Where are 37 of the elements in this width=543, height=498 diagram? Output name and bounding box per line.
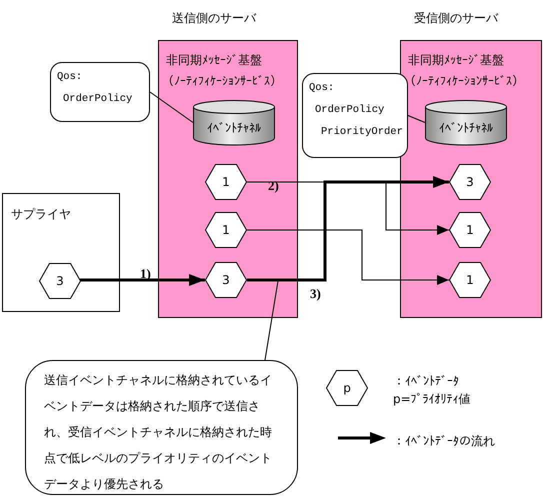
leader-line: [264, 280, 278, 360]
arrow: [80, 274, 205, 286]
server-heading: 受信側のサーバ: [414, 10, 498, 27]
callout-text: PriorityOrder: [321, 126, 403, 138]
hexagon-node: 3: [39, 263, 81, 299]
hexagon-node: 3: [205, 262, 247, 298]
callout-text: OrderPolicy: [63, 93, 132, 105]
hexagon-node: 1: [449, 262, 491, 298]
supplier-box: [2, 193, 120, 312]
legend-text: ：ｲﾍﾞﾝﾄﾃﾞｰﾀ p=ﾌﾟﾗｲｵﾘﾃｨ値: [393, 373, 471, 408]
panel-subtitle: （ﾉｰﾃｨﾌｨｹｰｼｮﾝｻｰﾋﾞｽ）: [162, 74, 282, 88]
legend-text: ：ｲﾍﾞﾝﾄﾃﾞｰﾀの流れ: [393, 433, 496, 450]
leader-line: [150, 92, 194, 123]
cylinder-node: ｲﾍﾞﾝﾄﾁｬﾈﾙ: [425, 100, 507, 145]
callout-text: OrderPolicy: [315, 104, 384, 116]
hexagon-node: 1: [205, 212, 247, 248]
panel-title: 非同期ﾒｯｾｰｼﾞ基盤: [408, 52, 504, 69]
callout-bubble: [25, 360, 298, 495]
callout-text: Qos:: [309, 82, 334, 94]
server-heading: 送信側のサーバ: [172, 10, 256, 27]
arrow: [246, 182, 450, 235]
callout-text: 送信イベントチャネルに格納されているイベントデータは格納された順序で送信され、受信イベントチャネルに格納された時点で低レベルのプライオリティのイベントデータより優先される: [44, 372, 273, 493]
edge-label: 3): [310, 286, 321, 302]
hexagon-node: 3: [449, 164, 491, 200]
leader-line: [408, 115, 426, 123]
cylinder-node: ｲﾍﾞﾝﾄﾁｬﾈﾙ: [193, 100, 275, 145]
panel-subtitle: （ﾉｰﾃｨﾌｨｹｰｼｮﾝｻｰﾋﾞｽ）: [404, 74, 524, 88]
callout-bubble: [302, 73, 408, 158]
box-title: サプライヤ: [11, 206, 71, 223]
hexagon-node: 1: [449, 212, 491, 248]
hexagon-node: 1: [205, 164, 247, 200]
arrow: [247, 176, 449, 282]
hexagon-node: p: [326, 370, 368, 406]
arrow: [246, 230, 450, 285]
callout-text: Qos:: [57, 71, 82, 83]
callout-bubble: [50, 62, 150, 122]
panel-title: 非同期ﾒｯｾｰｼﾞ基盤: [166, 52, 262, 69]
